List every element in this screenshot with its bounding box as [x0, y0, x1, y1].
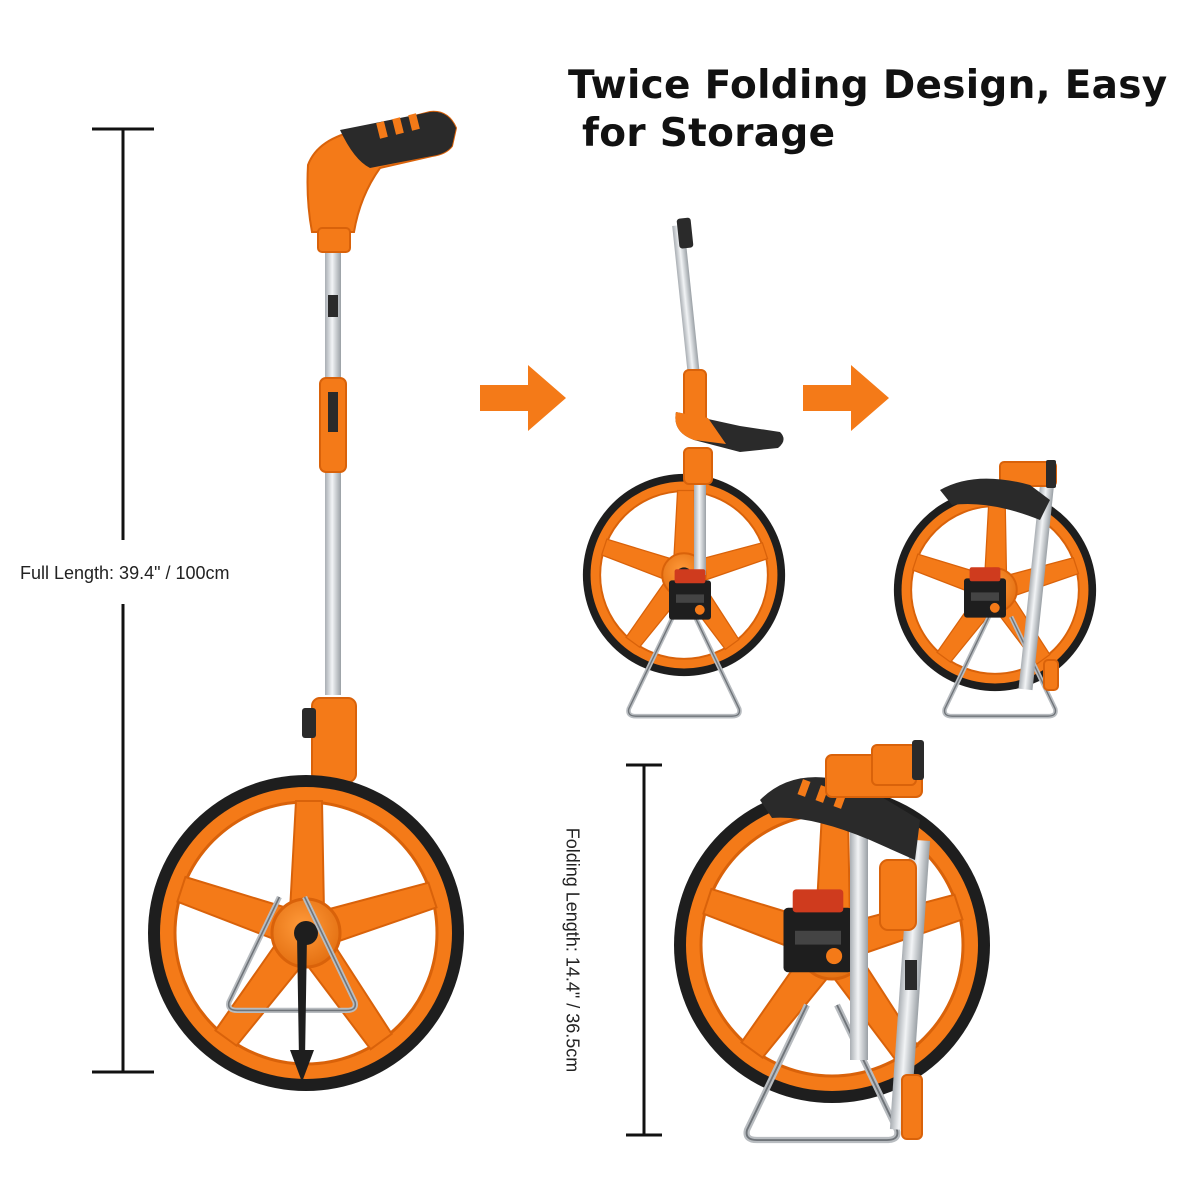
- arrow-right-icon: [480, 365, 566, 431]
- measuring-wheel-half-folded: [581, 217, 787, 716]
- arrow-right-icon: [803, 365, 889, 431]
- headline-line-1: Twice Folding Design, Easy: [568, 63, 1168, 108]
- folding-length-label: Folding Length: 14.4" / 36.5cm: [561, 823, 583, 1077]
- measuring-wheel-folded-large: [672, 740, 992, 1140]
- full-length-label: Full Length: 39.4" / 100cm: [20, 561, 310, 586]
- folding-length-dimension-line: [626, 763, 662, 1137]
- headline: Twice Folding Design, Easy for Storage: [568, 62, 1168, 158]
- headline-line-2: for Storage: [582, 111, 836, 156]
- measuring-wheel-folded-small: [892, 460, 1098, 716]
- measuring-wheel-unfolded: [146, 110, 466, 1093]
- full-length-dimension-line: [92, 127, 154, 1074]
